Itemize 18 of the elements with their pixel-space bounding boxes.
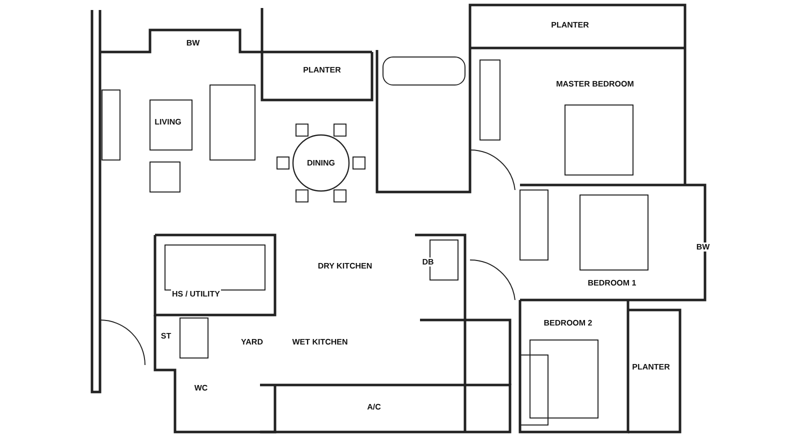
room-label: MASTER BEDROOM <box>555 80 635 88</box>
room-label: PLANTER <box>302 66 342 74</box>
room-label: LIVING <box>154 118 182 126</box>
room-label: A/C <box>366 402 382 412</box>
room-label: WET KITCHEN <box>291 338 349 346</box>
room-label: BEDROOM 1 <box>586 278 638 288</box>
room-label: WC <box>193 384 209 392</box>
room-label: ST <box>160 332 172 340</box>
room-label: BW <box>695 242 711 252</box>
room-label: HS / UTILITY <box>171 290 221 298</box>
room-label: DRY KITCHEN <box>316 262 374 270</box>
room-label: YARD <box>240 338 264 346</box>
room-label: PLANTER <box>550 20 590 30</box>
room-label: DINING <box>306 158 336 168</box>
room-label: PLANTER <box>631 362 671 372</box>
room-label: DB <box>421 258 435 266</box>
room-label: BW <box>185 38 201 48</box>
room-label: BEDROOM 2 <box>542 318 594 328</box>
